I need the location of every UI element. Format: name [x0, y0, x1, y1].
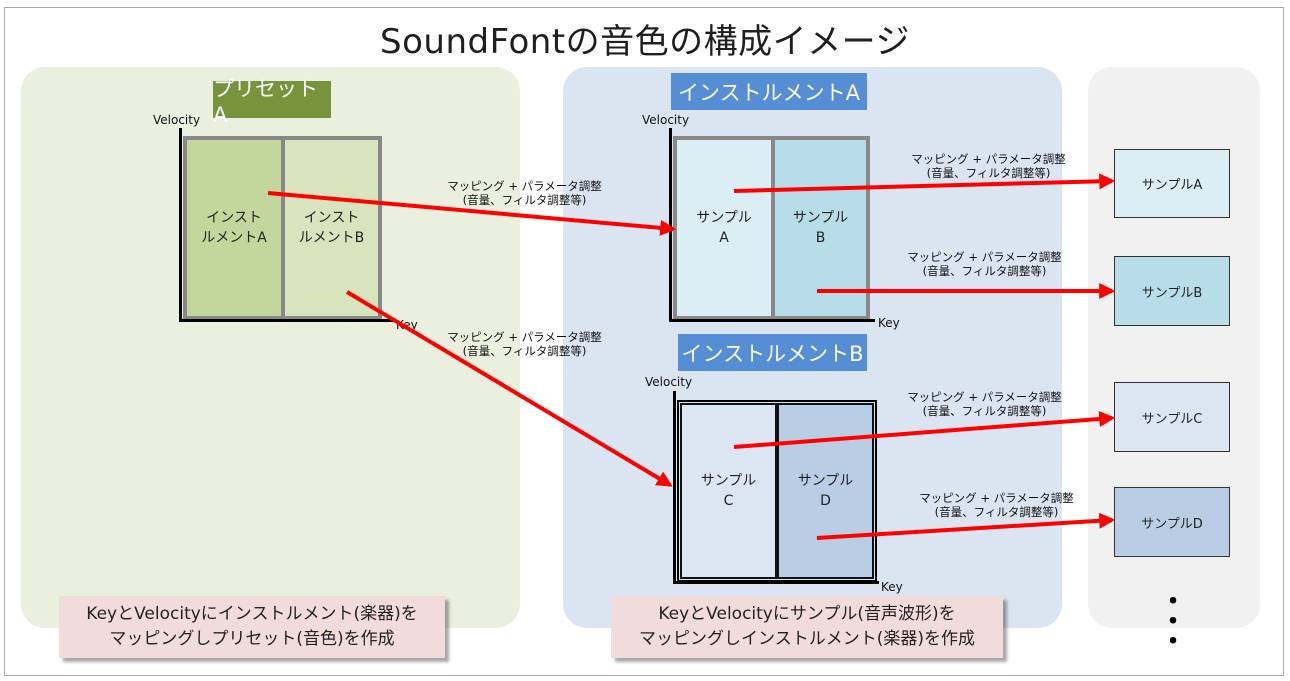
preset-key-axis: [179, 319, 394, 322]
mapping-label-sample-c: マッピング + パラメータ調整 (音量、フィルタ調整等): [907, 390, 1062, 418]
more-samples-ellipsis: ・ ・ ・: [1160, 587, 1187, 657]
preset-velocity-label: Velocity: [153, 113, 201, 127]
preset-key-label: Key: [396, 318, 418, 332]
preset-a-banner: プリセットA: [213, 77, 331, 127]
sample-c-box: サンプルC: [1114, 382, 1230, 452]
instrument-b-banner: インストルメントB: [678, 334, 867, 371]
preset-zone-instrument-b: インスト ルメントB: [283, 138, 380, 318]
preset-description-note: KeyとVelocityにインストルメント(楽器)を マッピングしプリセット(音…: [59, 596, 445, 658]
mapping-label-sample-a: マッピング + パラメータ調整 (音量、フィルタ調整等): [911, 152, 1066, 180]
sample-d-box: サンプルD: [1114, 487, 1230, 557]
instrument-a-zone-sample-b: サンプル B: [773, 138, 868, 318]
instrument-description-note: KeyとVelocityにサンプル(音声波形)を マッピングしインストルメント(…: [611, 596, 1003, 658]
instrument-b-velocity-label: Velocity: [645, 375, 693, 389]
sample-b-box: サンプルB: [1114, 256, 1230, 326]
mapping-label-preset-to-instrument-b: マッピング + パラメータ調整 (音量、フィルタ調整等): [447, 330, 602, 358]
mapping-label-sample-d: マッピング + パラメータ調整 (音量、フィルタ調整等): [919, 491, 1074, 519]
mapping-label-preset-to-instrument-a: マッピング + パラメータ調整 (音量、フィルタ調整等): [447, 179, 602, 207]
instrument-a-velocity-label: Velocity: [642, 113, 690, 127]
instrument-b-key-axis: [673, 581, 879, 584]
preset-zone-instrument-a: インスト ルメントA: [185, 138, 283, 318]
instrument-b-velocity-axis: [673, 391, 676, 584]
instrument-a-banner: インストルメントA: [671, 73, 867, 110]
preset-velocity-axis: [179, 128, 182, 322]
instrument-b-zone-sample-c: サンプル C: [680, 403, 777, 579]
instrument-b-key-label: Key: [881, 580, 903, 594]
diagram-frame: [4, 7, 1284, 676]
sample-a-box: サンプルA: [1114, 149, 1230, 218]
diagram-title: SoundFontの音色の構成イメージ: [380, 22, 910, 62]
instrument-a-velocity-axis: [669, 128, 672, 322]
instrument-b-zone-sample-d: サンプル D: [777, 403, 874, 579]
instrument-a-zone-sample-a: サンプル A: [675, 138, 773, 318]
instrument-a-key-axis: [669, 319, 875, 322]
mapping-label-sample-b: マッピング + パラメータ調整 (音量、フィルタ調整等): [907, 250, 1062, 278]
instrument-a-key-label: Key: [878, 316, 900, 330]
